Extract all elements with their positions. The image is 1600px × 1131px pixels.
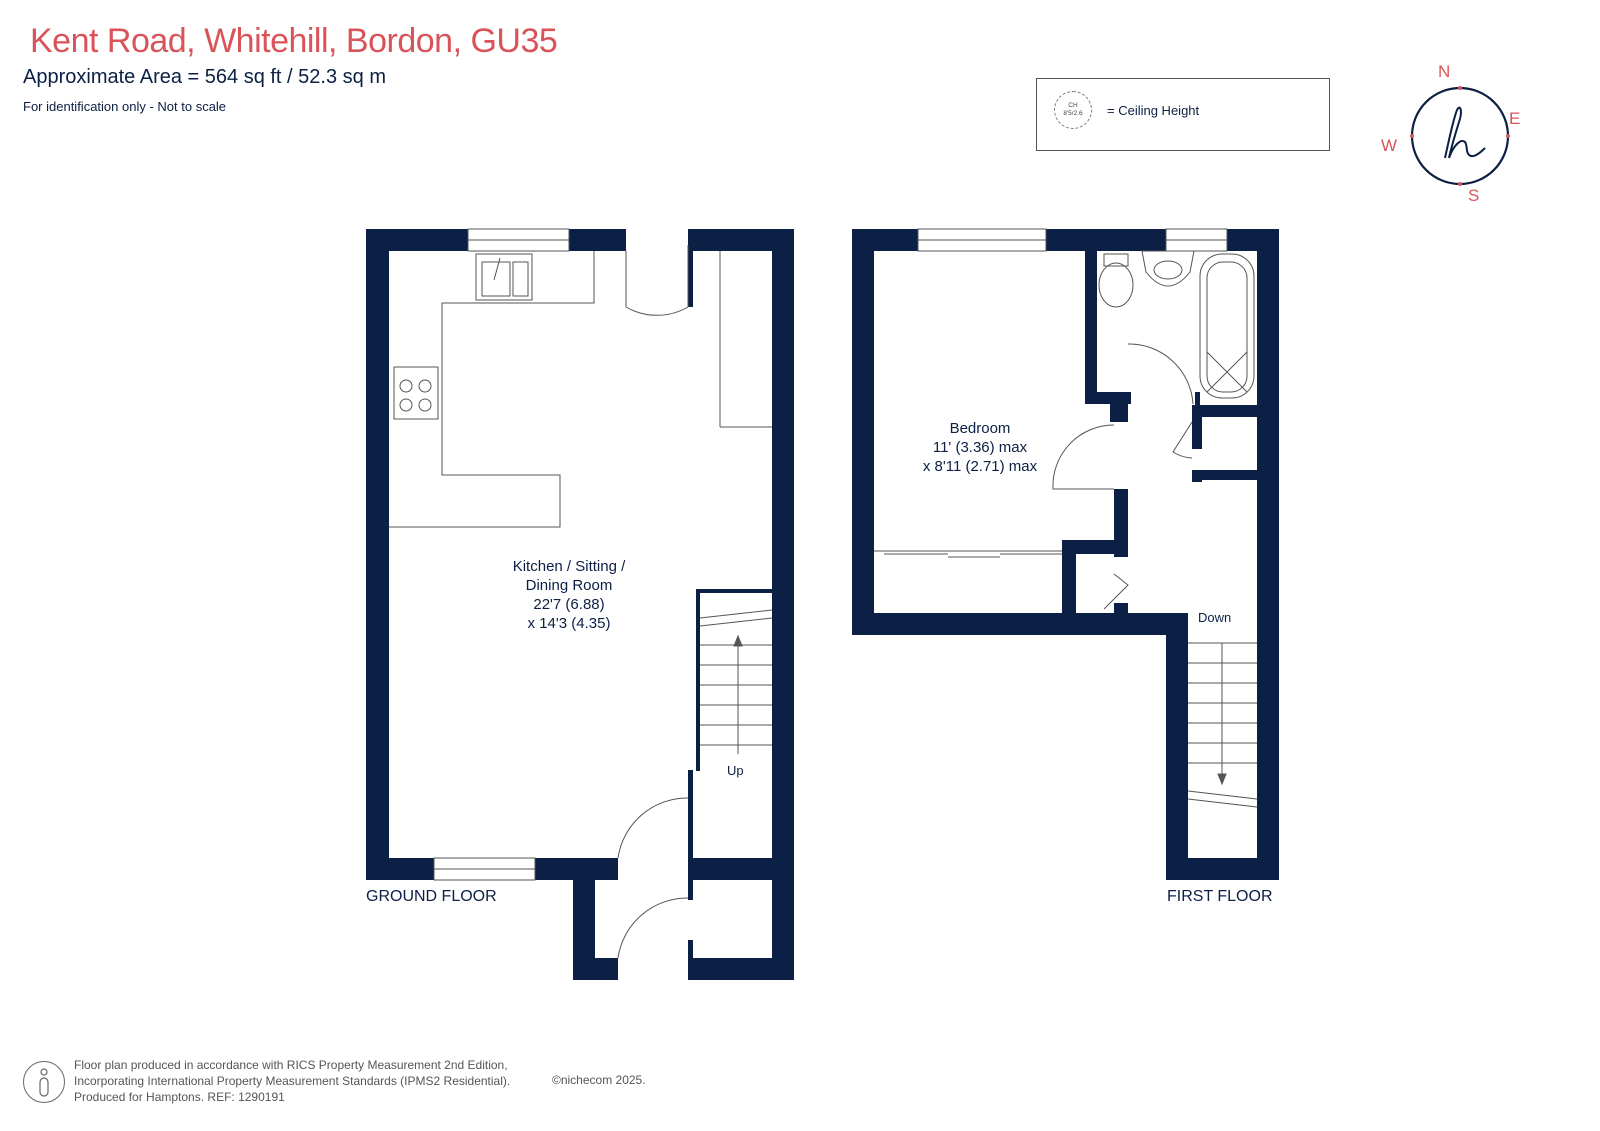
info-person-icon — [23, 1061, 65, 1103]
ceiling-height-legend: CH 8'5/2.6 = Ceiling Height — [1036, 78, 1330, 151]
stairs-up-label: Up — [727, 763, 744, 778]
plan-fixtures — [389, 228, 1258, 959]
kitchen-room-length: 22'7 (6.88) — [533, 596, 605, 613]
footer-line-3: Produced for Hamptons. REF: 1290191 — [74, 1090, 285, 1104]
compass-north: N — [1438, 62, 1451, 81]
legend-symbol-line1: CH — [1068, 102, 1078, 109]
bedroom-room-name: Bedroom — [949, 420, 1011, 437]
bedroom-room-length: 11' (3.36) max — [932, 439, 1028, 456]
identification-note: For identification only - Not to scale — [23, 99, 227, 114]
hamptons-h-logo-icon — [1444, 106, 1486, 159]
kitchen-room-name-2: Dining Room — [525, 577, 613, 594]
footer-line-1: Floor plan produced in accordance with R… — [74, 1058, 508, 1072]
first-floor-walls — [852, 229, 1279, 880]
legend-label: = Ceiling Height — [1107, 103, 1200, 118]
room-label-bedroom: Bedroom 11' (3.36) max x 8'11 (2.71) max — [905, 419, 1055, 476]
approximate-area: Approximate Area = 564 sq ft / 52.3 sq m — [23, 66, 386, 88]
stairs-down-label: Down — [1198, 610, 1232, 625]
footer-notes: Floor plan produced in accordance with R… — [74, 1057, 510, 1105]
room-label-kitchen-sitting-dining: Kitchen / Sitting / Dining Room 22'7 (6.… — [484, 557, 654, 633]
ceiling-height-icon: CH 8'5/2.6 — [1054, 91, 1092, 129]
compass-south: S — [1468, 186, 1480, 205]
copyright: ©nichecom 2025. — [552, 1073, 646, 1087]
ground-floor-label: GROUND FLOOR — [366, 888, 497, 905]
footer-line-2: Incorporating International Property Mea… — [74, 1074, 511, 1088]
kitchen-room-width: x 14'3 (4.35) — [527, 615, 611, 632]
property-title: Kent Road, Whitehill, Bordon, GU35 — [30, 22, 558, 60]
legend-symbol-line2: 8'5/2.6 — [1063, 110, 1083, 117]
compass-ring-icon — [1410, 86, 1510, 186]
compass-west: W — [1381, 136, 1398, 155]
ground-floor-walls — [366, 229, 794, 980]
kitchen-room-name: Kitchen / Sitting / — [512, 558, 626, 575]
bedroom-room-width: x 8'11 (2.71) max — [922, 458, 1038, 475]
compass-east: E — [1509, 109, 1521, 128]
first-floor-label: FIRST FLOOR — [1167, 888, 1273, 905]
